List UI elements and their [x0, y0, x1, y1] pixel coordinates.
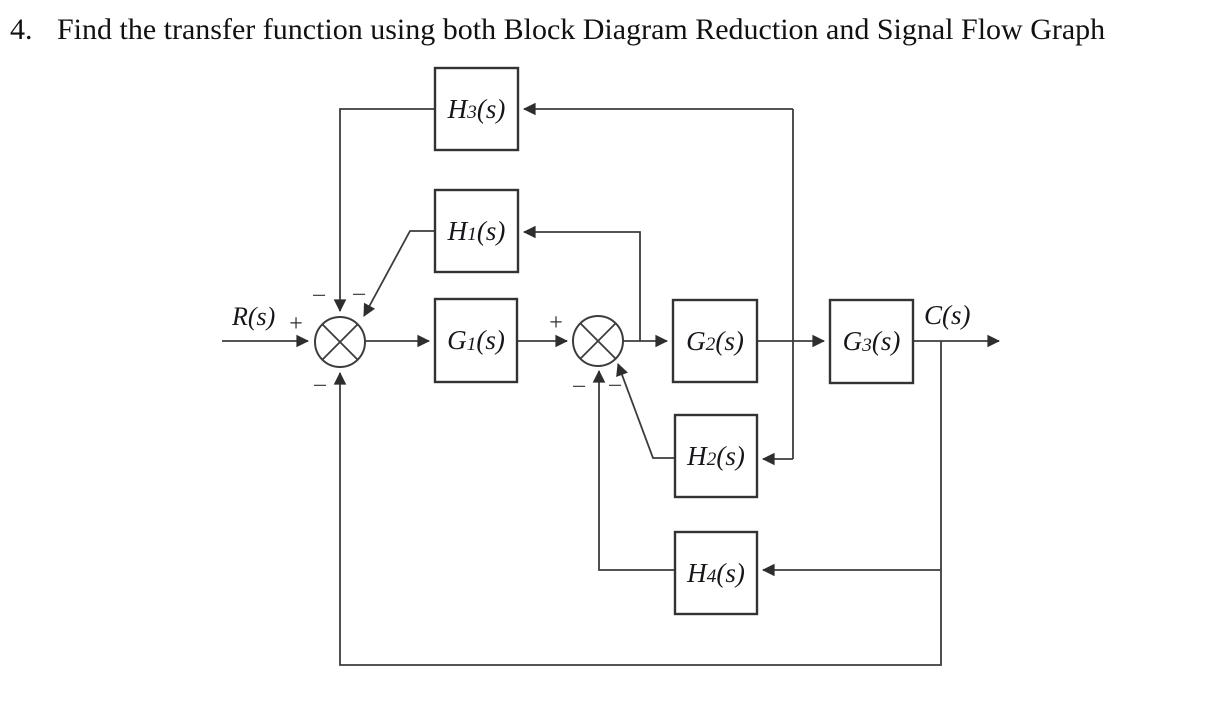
problem-number: 4. [10, 13, 33, 46]
problem-title-text: Find the transfer function using both Bl… [57, 13, 1106, 46]
line-takeoff-to-h1 [522, 225, 641, 341]
output-symbol: C [924, 300, 943, 330]
block-g3-box [828, 298, 915, 385]
summing-junction-1 [314, 316, 366, 368]
line-h3-to-summer1 [333, 108, 435, 313]
input-symbol: R [232, 302, 248, 331]
line-h4-to-summer2 [592, 369, 675, 571]
block-g2-box [671, 298, 759, 384]
output-signal-label: C(s) [924, 300, 971, 331]
output-arg: (s) [942, 300, 971, 330]
summer1-h3-minus-sign: − [311, 281, 327, 310]
summing-junction-2 [572, 315, 624, 367]
summing-junctions [314, 315, 624, 368]
block-h1-box [433, 188, 520, 274]
block-g1-box [433, 297, 519, 384]
summer1-input-plus-sign: + [289, 311, 303, 337]
line-h2-to-summer2 [616, 363, 676, 459]
line-h1-to-summer1 [363, 230, 435, 317]
block-h3-box [433, 66, 520, 152]
summer1-h1-minus-sign: − [351, 280, 367, 309]
line-outer-loop-to-summer1 [333, 341, 942, 666]
transfer-function-boxes [433, 66, 915, 616]
summer2-h2-minus-sign: − [607, 371, 623, 400]
block-h2-box [673, 413, 759, 499]
problem-title: 4. Find the transfer function using both … [10, 13, 1105, 47]
summer1-outer-loop-minus-sign: − [312, 371, 328, 400]
summer2-input-plus-sign: + [549, 310, 563, 336]
input-signal-label: R(s) [232, 302, 275, 332]
input-arg: (s) [247, 302, 276, 331]
signal-lines [222, 102, 1001, 666]
block-h4-box [673, 530, 759, 616]
summer2-h4-minus-sign: − [571, 372, 587, 401]
